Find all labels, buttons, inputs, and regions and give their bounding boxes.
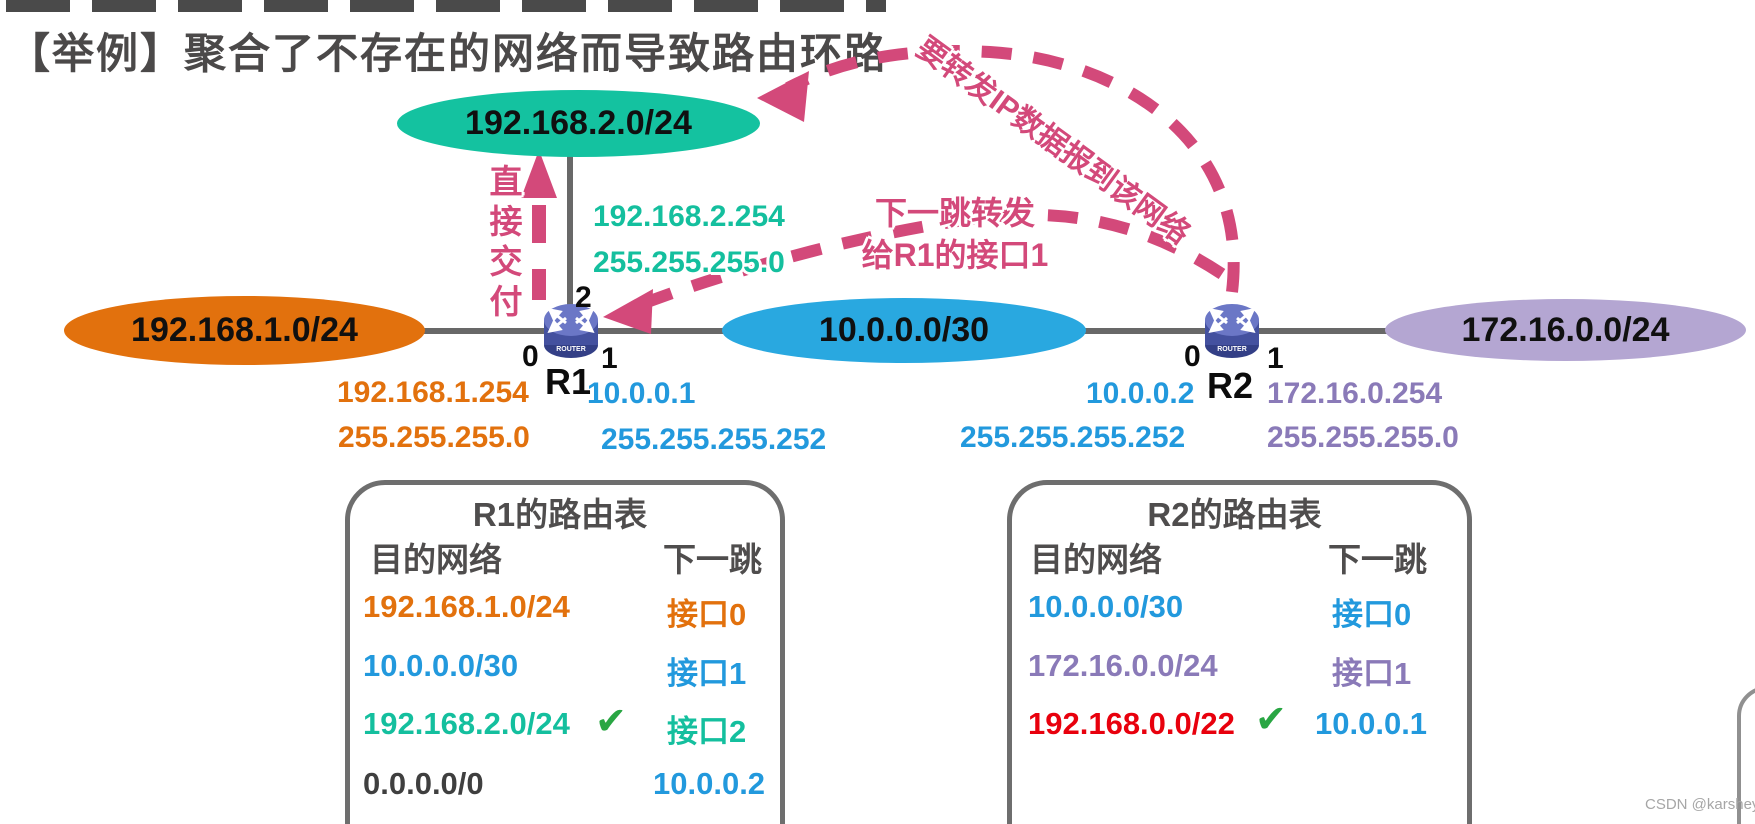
r2-row-dest: 10.0.0.0/30 (1028, 589, 1184, 624)
r2-row-next: 10.0.0.1 (1315, 706, 1428, 741)
next-hop-note-line1: 下一跳转发 (874, 195, 1035, 231)
network-label: 172.16.0.0/24 (1461, 310, 1670, 349)
next-hop-note-line2: 给R1的接口1 (861, 237, 1049, 273)
r1-row-dest: 10.0.0.0/30 (363, 648, 519, 683)
r2-port0-ip: 10.0.0.2 (1086, 377, 1195, 410)
svg-text:ROUTER: ROUTER (1217, 346, 1247, 353)
r2-port0-label: 0 (1184, 340, 1201, 373)
next-hop-arrowhead-icon (603, 289, 653, 334)
r1-name-label: R1 (545, 361, 592, 402)
network-cloud-10-0-0-0: 10.0.0.0/30 (722, 298, 1086, 363)
r1-port1-ip: 10.0.0.1 (587, 377, 696, 410)
r2-table-title: R2的路由表 (1147, 496, 1322, 533)
r1-port2-ip: 192.168.2.254 (593, 200, 785, 233)
r1-port0-mask: 255.255.255.0 (338, 421, 530, 454)
r2-table-col-next: 下一跳 (1328, 541, 1427, 578)
r1-row-dest: 0.0.0.0/0 (363, 766, 484, 801)
r1-routing-table-box (345, 480, 785, 824)
r2-row-next: 接口0 (1332, 597, 1412, 632)
cropped-top-text (6, 0, 886, 12)
r1-row-dest: 192.168.1.0/24 (363, 589, 570, 624)
router-r1-icon: ROUTER (542, 298, 600, 360)
network-cloud-192-168-2: 192.168.2.0/24 (397, 90, 760, 157)
network-cloud-172-16: 172.16.0.0/24 (1385, 299, 1746, 361)
r1-port1-mask: 255.255.255.252 (601, 423, 827, 456)
network-label: 192.168.2.0/24 (465, 104, 692, 142)
router-r2-icon: ROUTER (1203, 298, 1261, 360)
network-label: 192.168.1.0/24 (131, 311, 358, 349)
r2-row-dest: 172.16.0.0/24 (1028, 648, 1218, 683)
r2-port1-mask: 255.255.255.0 (1267, 421, 1459, 454)
r2-row-dest: 192.168.0.0/22 (1028, 706, 1235, 741)
svg-text:ROUTER: ROUTER (556, 346, 586, 353)
r1-row-next: 接口2 (667, 714, 747, 749)
r2-table-col-dest: 目的网络 (1030, 541, 1162, 578)
r1-port1-label: 1 (601, 342, 618, 375)
r2-port0-mask: 255.255.255.252 (960, 421, 1186, 454)
r2-name-label: R2 (1207, 365, 1254, 406)
r2-port1-label: 1 (1267, 342, 1284, 375)
network-label: 10.0.0.0/30 (818, 311, 990, 349)
r1-table-title: R1的路由表 (472, 496, 648, 533)
r2-port1-ip: 172.16.0.254 (1267, 377, 1443, 410)
page-title: 【举例】聚合了不存在的网络而导致路由环路 (8, 30, 889, 77)
r2-routing-table-box (1007, 480, 1472, 824)
r1-row-dest: 192.168.2.0/24 (363, 706, 570, 741)
r1-port0-label: 0 (522, 340, 539, 373)
r1-table-col-dest: 目的网络 (370, 541, 502, 578)
r1-row-next: 接口0 (667, 597, 747, 632)
direct-delivery-note: 直接交付 (489, 163, 523, 320)
direct-delivery-arrowhead-icon (521, 150, 557, 198)
r1-port2-mask: 255.255.255.0 (593, 246, 785, 279)
r1-port0-ip: 192.168.1.254 (337, 376, 529, 409)
r2-row-next: 接口1 (1332, 656, 1412, 691)
r1-row-next: 10.0.0.2 (653, 766, 766, 801)
watermark: CSDN @karshey (1645, 796, 1755, 813)
r1-table-col-next: 下一跳 (663, 541, 762, 578)
next-hop-note: 下一跳转发 给R1的接口1 (845, 192, 1065, 276)
r1-row-next: 接口1 (667, 656, 747, 691)
check-icon: ✔ (595, 701, 627, 743)
network-cloud-192-168-1: 192.168.1.0/24 (64, 296, 425, 365)
r1-port2-label: 2 (575, 281, 592, 314)
check-icon: ✔ (1255, 699, 1287, 741)
